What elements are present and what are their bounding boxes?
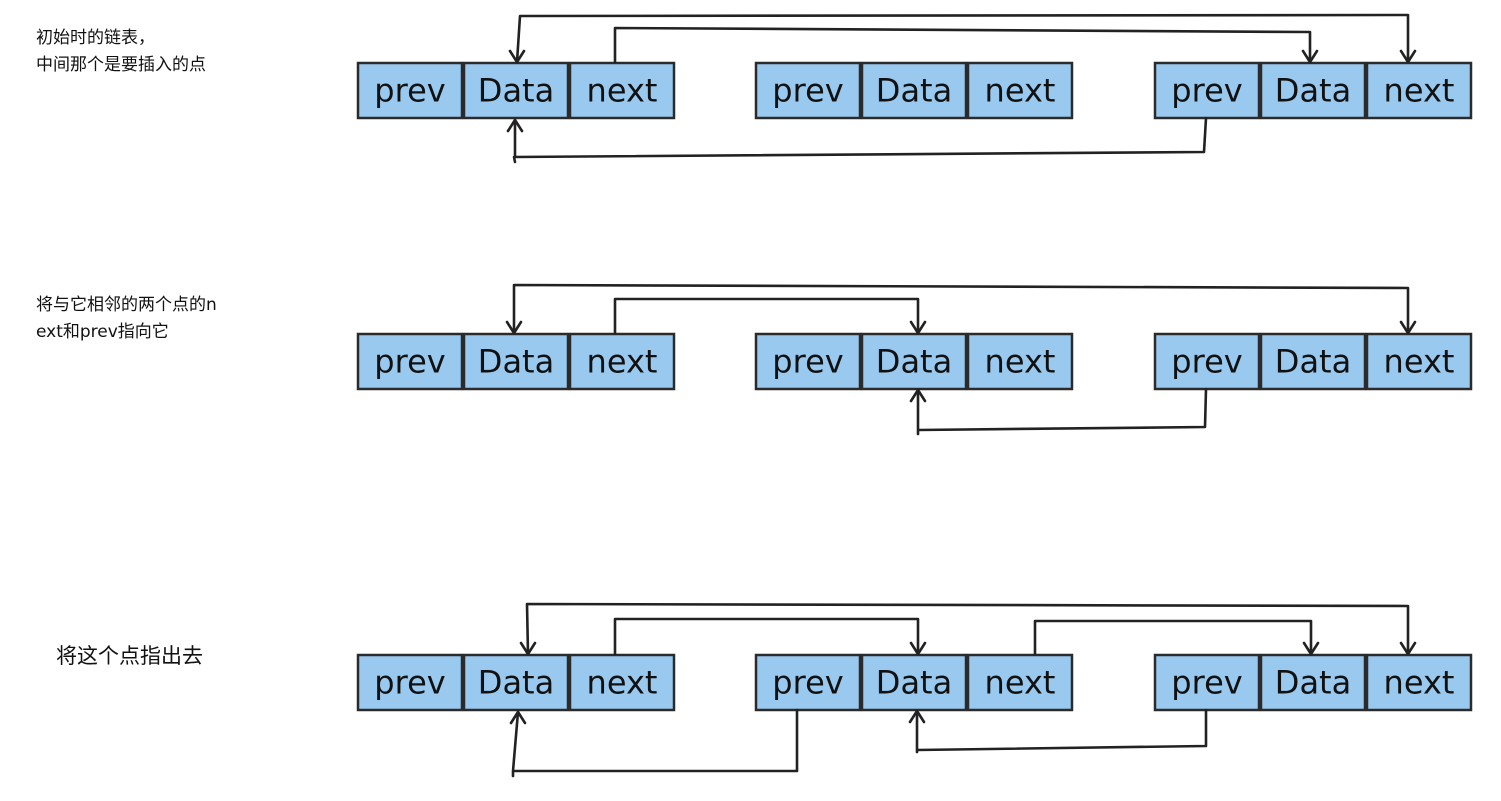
stage-2-node-2: prev Data next [754, 332, 1074, 391]
prev-cell [754, 61, 862, 120]
data-cell [1259, 61, 1367, 120]
arrow-s3-prev-to-node2-head [908, 709, 926, 724]
arrow-s2-outer [512, 283, 1410, 335]
next-label: next [985, 343, 1056, 381]
prev-cell [1153, 653, 1261, 712]
stage-3-caption: 将这个点指出去 [56, 644, 203, 668]
stage-1-arrows [506, 13, 1417, 164]
arrow-s2-prev-to-node2 [916, 387, 1208, 436]
prev-cell [754, 653, 862, 712]
stage-2-node-1: prev Data next [356, 332, 676, 391]
arrow-s3-prev-to-node2 [915, 708, 1208, 754]
prev-label: prev [1171, 343, 1242, 381]
stage-3-arrows [509, 602, 1417, 778]
data-cell [860, 61, 968, 120]
next-cell [1365, 653, 1473, 712]
arrow-s1-next-from-node3-head [1399, 49, 1417, 64]
data-label: Data [478, 664, 554, 702]
prev-label: prev [772, 72, 843, 110]
stage-1-node-1: prev Data next [356, 61, 676, 120]
next-cell [568, 61, 676, 120]
arrow-s1-arrowhead-node1 [508, 49, 526, 64]
next-cell [1365, 61, 1473, 120]
data-label: Data [1275, 343, 1351, 381]
next-label: next [985, 72, 1056, 110]
stage-3-node-3: prev Data next [1153, 653, 1473, 712]
arrow-s3-node2-next-to-node3 [1033, 619, 1313, 656]
next-label: next [587, 72, 658, 110]
next-label: next [1384, 343, 1455, 381]
arrow-s3-node2-prev-to-node1 [511, 708, 799, 778]
prev-cell [356, 653, 464, 712]
data-cell [860, 332, 968, 391]
prev-label: prev [772, 664, 843, 702]
data-cell [462, 61, 570, 120]
arrow-s2-outer-head-left [505, 320, 523, 335]
arrow-s3-node2-next-to-node3-head [1302, 641, 1320, 656]
data-label: Data [478, 343, 554, 381]
arrow-s1-next-to-node3 [613, 26, 1312, 64]
data-cell [462, 653, 570, 712]
next-label: next [587, 343, 658, 381]
stage-3-node-2: prev Data next [754, 653, 1074, 712]
stage-2-node-3: prev Data next [1153, 332, 1473, 391]
next-cell [1365, 332, 1473, 391]
data-cell [1259, 332, 1367, 391]
next-cell [966, 653, 1074, 712]
next-label: next [1384, 664, 1455, 702]
arrow-s2-outer-head-right [1399, 320, 1417, 335]
arrow-s3-outer-head-left [519, 641, 537, 656]
data-cell [860, 653, 968, 712]
prev-label: prev [1171, 72, 1242, 110]
arrow-s3-outer [525, 602, 1410, 656]
data-cell [1259, 653, 1367, 712]
next-label: next [985, 664, 1056, 702]
prev-label: prev [1171, 664, 1242, 702]
data-label: Data [876, 72, 952, 110]
stage-1-caption: 初始时的链表， 中间那个是要插入的点 [36, 28, 206, 75]
stage-2-caption: 将与它相邻的两个点的n ext和prev指向它 [36, 295, 217, 342]
arrow-s1-prev-to-node1 [512, 116, 1208, 164]
stage-1-node-3: prev Data next [1153, 61, 1473, 120]
arrow-s1-next-to-node3-head [1301, 49, 1319, 64]
next-cell [966, 61, 1074, 120]
arrow-s3-next-to-node2 [613, 617, 920, 656]
prev-cell [1153, 61, 1261, 120]
stage-1-node-2: prev Data next [754, 61, 1074, 120]
data-label: Data [876, 664, 952, 702]
stage-3-node-1: prev Data next [356, 653, 676, 712]
arrow-s3-outer-head-right [1399, 641, 1417, 656]
arrow-s2-prev-to-node2-head [909, 388, 927, 403]
prev-cell [754, 332, 862, 391]
prev-cell [356, 61, 464, 120]
data-label: Data [876, 343, 952, 381]
next-cell [966, 332, 1074, 391]
arrow-s2-next-to-node2-head [909, 320, 927, 335]
prev-cell [1153, 332, 1261, 391]
prev-label: prev [374, 343, 445, 381]
arrow-s2-next-to-node2 [613, 297, 920, 335]
next-cell [568, 653, 676, 712]
arrow-s1-prev-to-node1-head [506, 118, 524, 133]
data-label: Data [1275, 664, 1351, 702]
prev-label: prev [772, 343, 843, 381]
arrow-s3-next-to-node2-head [909, 641, 927, 656]
data-label: Data [1275, 72, 1351, 110]
data-cell [462, 332, 570, 391]
next-label: next [1384, 72, 1455, 110]
prev-label: prev [374, 664, 445, 702]
arrow-s1-next-from-node3 [515, 13, 1410, 64]
next-cell [568, 332, 676, 391]
next-label: next [587, 664, 658, 702]
prev-label: prev [374, 72, 445, 110]
prev-cell [356, 332, 464, 391]
arrow-s3-node2-prev-to-node1-head [509, 710, 527, 725]
stage-2-arrows [505, 283, 1417, 436]
data-label: Data [478, 72, 554, 110]
